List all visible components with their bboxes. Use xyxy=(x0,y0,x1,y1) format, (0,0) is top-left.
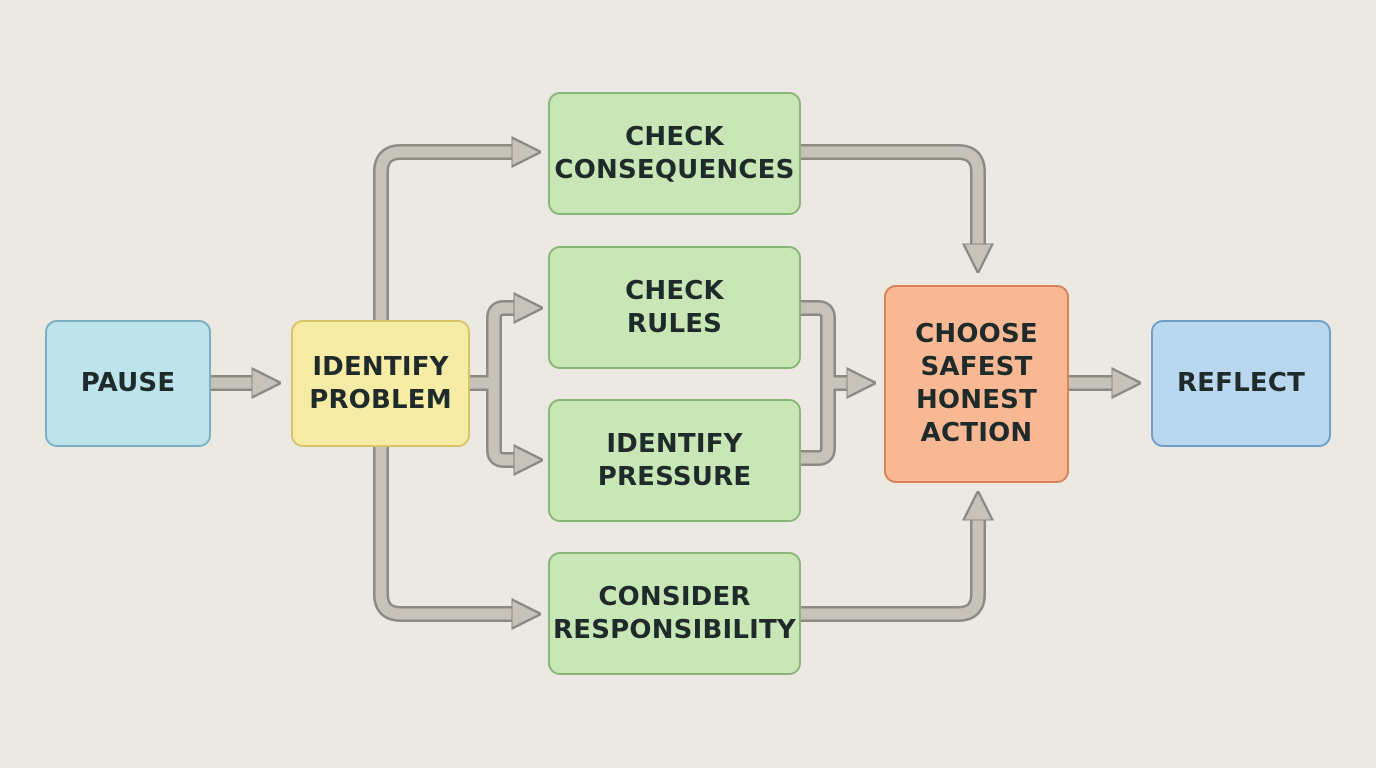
node-check-rules-line-1: CHECK xyxy=(625,275,724,306)
node-reflect: REFLECT xyxy=(1151,320,1331,447)
node-choose-line-4: ACTION xyxy=(920,418,1033,448)
arrow-identify-to-consequences xyxy=(373,144,522,320)
arrow-identify-to-responsibility xyxy=(373,447,522,622)
node-choose-line-1: CHOOSE xyxy=(915,319,1038,349)
node-check-consequences-line-2: CONSEQUENCES xyxy=(554,154,795,185)
node-identify-pressure-line-2: PRESSURE xyxy=(597,461,752,492)
node-choose-safest-honest-action: CHOOSE SAFEST HONEST ACTION xyxy=(884,285,1069,483)
node-pause: PAUSE xyxy=(45,320,211,447)
node-identify-problem-line-1: IDENTIFY xyxy=(312,351,449,382)
node-pause-label: PAUSE xyxy=(80,368,176,398)
node-check-rules: CHECK RULES xyxy=(548,246,801,369)
node-identify-problem-line-2: PROBLEM xyxy=(309,384,452,415)
node-consider-responsibility: CONSIDER RESPONSIBILITY xyxy=(548,552,801,675)
node-choose-line-2: SAFEST xyxy=(920,352,1033,382)
node-identify-pressure: IDENTIFY PRESSURE xyxy=(548,399,801,522)
node-identify-pressure-line-1: IDENTIFY xyxy=(606,428,743,459)
node-check-consequences: CHECK CONSEQUENCES xyxy=(548,92,801,215)
node-consider-responsibility-line-1: CONSIDER xyxy=(598,581,751,612)
node-reflect-label: REFLECT xyxy=(1176,368,1306,398)
node-consider-responsibility-line-2: RESPONSIBILITY xyxy=(553,614,796,645)
node-check-rules-line-2: RULES xyxy=(626,308,723,339)
node-check-consequences-line-1: CHECK xyxy=(625,121,724,152)
arrow-consequences-to-choose xyxy=(801,144,986,254)
arrow-responsibility-to-choose xyxy=(801,510,986,622)
node-identify-problem: IDENTIFY PROBLEM xyxy=(291,320,470,447)
node-choose-line-3: HONEST xyxy=(915,385,1038,415)
